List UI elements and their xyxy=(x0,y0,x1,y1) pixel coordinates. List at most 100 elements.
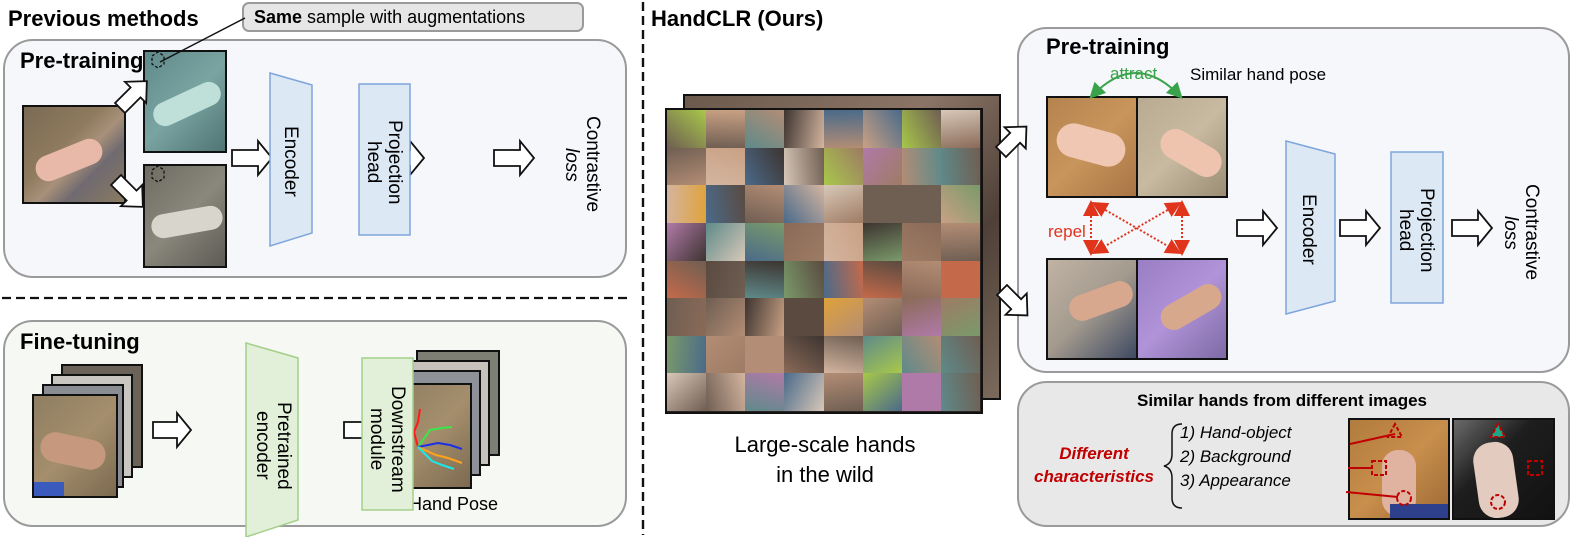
repel-label: repel xyxy=(1048,222,1086,241)
dataset-tile xyxy=(940,298,980,336)
handclr-pretraining-title: Pre-training xyxy=(1046,34,1170,59)
dataset-mosaic-front xyxy=(665,108,983,414)
source-hand-image xyxy=(22,105,126,204)
dataset-tile xyxy=(901,373,941,411)
handclr-loss-line2: loss xyxy=(1500,215,1521,250)
dataset-tile xyxy=(784,298,824,336)
dataset-tile xyxy=(745,260,785,299)
dataset-tile xyxy=(745,298,785,336)
dataset-tile xyxy=(706,110,746,148)
dataset-tile xyxy=(901,298,941,336)
dataset-tile xyxy=(862,185,902,223)
dataset-tile xyxy=(745,335,785,374)
dataset-tile xyxy=(667,260,707,299)
dataset-tile xyxy=(784,222,824,261)
dataset-tile xyxy=(862,147,902,186)
dataset-tile xyxy=(784,147,824,186)
characteristics-list: 1) Hand-object 2) Background 3) Appearan… xyxy=(1180,421,1292,493)
dataset-label-line1: Large-scale hands xyxy=(734,432,916,457)
circle-marker-icon xyxy=(1490,494,1506,510)
previous-pretraining-graphics xyxy=(109,17,536,248)
characteristic-hand-object: 1) Hand-object xyxy=(1180,423,1292,442)
dataset-tile xyxy=(706,260,746,299)
dataset-tile xyxy=(706,373,746,411)
dataset-tile xyxy=(862,335,902,374)
loss-label-line1: Contrastive xyxy=(582,116,603,213)
dataset-tile xyxy=(823,110,863,148)
dataset-tile xyxy=(862,110,902,148)
characteristic-background: 2) Background xyxy=(1180,447,1291,466)
previous-methods-title: Previous methods xyxy=(8,6,199,31)
dataset-tile xyxy=(823,222,863,261)
dataset-tile xyxy=(823,298,863,336)
circle-marker-icon xyxy=(1396,490,1412,506)
callout-bold: Same xyxy=(254,7,303,27)
square-marker-icon xyxy=(1527,460,1543,476)
dataset-tile xyxy=(901,222,941,261)
handclr-encoder-label: Encoder xyxy=(1298,194,1319,265)
arrow-right-icon xyxy=(1451,208,1494,248)
dataset-tile xyxy=(745,147,785,186)
dataset-tile xyxy=(667,185,707,223)
dataset-tile xyxy=(745,110,785,148)
dataset-tile xyxy=(745,373,785,411)
hexagon-marker-icon xyxy=(151,165,165,183)
arrow-down-right-icon xyxy=(109,173,144,208)
arrow-up-right-icon xyxy=(113,80,148,115)
dataset-tile xyxy=(901,260,941,299)
dataset-tile xyxy=(940,335,980,374)
arrow-right-icon xyxy=(1339,208,1382,248)
vertical-divider xyxy=(641,2,645,535)
hexagon-marker-icon xyxy=(151,51,165,69)
dataset-tile xyxy=(862,373,902,411)
hand-skeleton-overlay xyxy=(412,408,463,470)
dataset-tile xyxy=(706,222,746,261)
dataset-tile xyxy=(667,110,707,148)
dataset-tile xyxy=(901,110,941,148)
dataset-tile xyxy=(862,260,902,299)
encoder-block xyxy=(269,72,313,248)
encoder-label-line1: Pretrained xyxy=(273,401,294,490)
similar-hands-title: Similar hands from different images xyxy=(1137,391,1428,410)
handclr-title: HandCLR (Ours) xyxy=(651,6,824,31)
handclr-encoder-block xyxy=(1285,140,1336,315)
dataset-tile xyxy=(784,260,824,299)
dataset-tile xyxy=(862,298,902,336)
dataset-tile xyxy=(667,147,707,186)
horizontal-divider xyxy=(2,296,628,300)
dataset-label-line2: in the wild xyxy=(776,462,874,487)
module-label-line2: module xyxy=(366,407,387,471)
dataset-tile xyxy=(823,335,863,374)
triangle-marker-icon xyxy=(1386,421,1404,438)
triangle-marker-icon xyxy=(1489,421,1507,438)
positive-image-2 xyxy=(1136,96,1228,198)
dataset-tile xyxy=(823,260,863,299)
dataset-tile xyxy=(667,373,707,411)
dataset-tile xyxy=(823,185,863,223)
dataset-tile xyxy=(784,110,824,148)
repel-arrows xyxy=(1083,200,1190,256)
arrow-up-right-icon xyxy=(994,125,1028,159)
arrow-right-icon xyxy=(231,138,274,178)
dataset-tile xyxy=(823,147,863,186)
characteristic-pointers xyxy=(1345,421,1543,510)
handclr-pretraining-graphics xyxy=(994,72,1494,317)
dataset-tile xyxy=(667,298,707,336)
similar-hand-pose-label: Similar hand pose xyxy=(1190,65,1327,84)
dataset-tile xyxy=(901,335,941,374)
projection-label-line1: Projection xyxy=(384,119,405,205)
negative-image-2 xyxy=(1136,258,1228,360)
encoder-label: Encoder xyxy=(280,126,301,197)
input-hand-image xyxy=(32,394,118,498)
arrow-right-icon xyxy=(493,138,536,178)
square-marker-icon xyxy=(1371,460,1387,476)
dataset-tile xyxy=(901,185,941,223)
previous-pretraining-title: Pre-training xyxy=(20,48,144,73)
callout-pointer xyxy=(159,17,246,63)
dataset-tile xyxy=(901,147,941,186)
